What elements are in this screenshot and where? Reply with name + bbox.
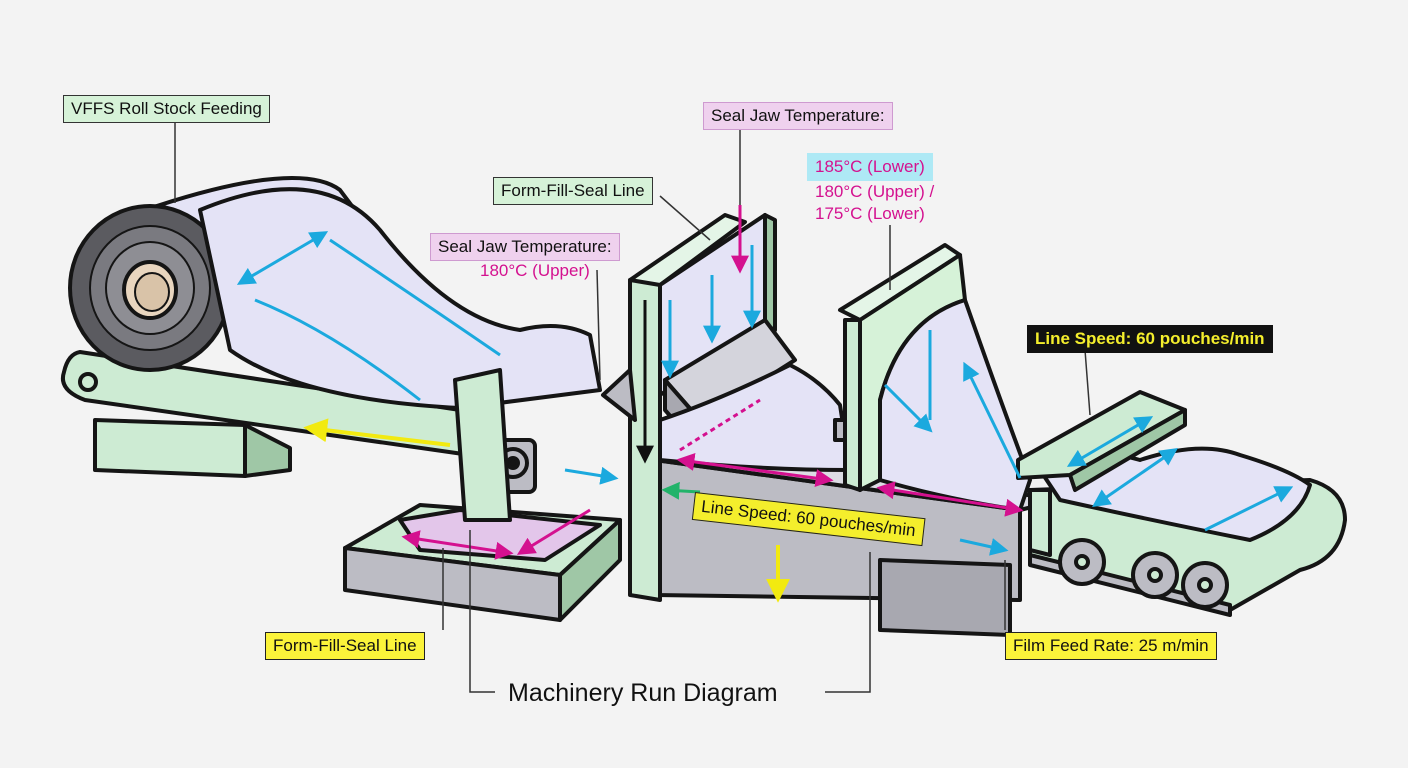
- green-arrow: [661, 481, 701, 500]
- seal-temp-top-upper-alt: 180°C (Upper) /: [815, 182, 935, 201]
- line-speed-right-label: Line Speed: 60 pouches/min: [1027, 325, 1273, 353]
- leader-lines: [174, 120, 1091, 693]
- film-web-left: [198, 187, 602, 410]
- roll-feed-label: VFFS Roll Stock Feeding: [63, 95, 270, 123]
- seal-temp-top-label: Seal Jaw Temperature:: [703, 102, 893, 130]
- center-column: [628, 213, 747, 602]
- left-tray: [343, 503, 622, 622]
- yellow-arrows: [303, 418, 790, 603]
- left-roller-guide: [453, 368, 537, 522]
- seal-temp-left-label: Seal Jaw Temperature:: [430, 233, 620, 261]
- diagram-title: Machinery Run Diagram: [508, 679, 778, 707]
- ffs-line-top-label: Form-Fill-Seal Line: [493, 177, 653, 205]
- seal-temp-left-upper: 180°C (Upper): [480, 261, 590, 280]
- ffs-line-bottom-label: Form-Fill-Seal Line: [265, 632, 425, 660]
- magenta-arrows: [401, 205, 1024, 560]
- seal-temp-top-lower-alt: 175°C (Lower): [815, 204, 925, 223]
- seal-temp-top-lower-label: 185°C (Lower): [807, 153, 933, 181]
- cyan-arrows: [236, 231, 1294, 556]
- film-feed-rate-label: Film Feed Rate: 25 m/min: [1005, 632, 1217, 660]
- left-conveyor: [61, 350, 472, 478]
